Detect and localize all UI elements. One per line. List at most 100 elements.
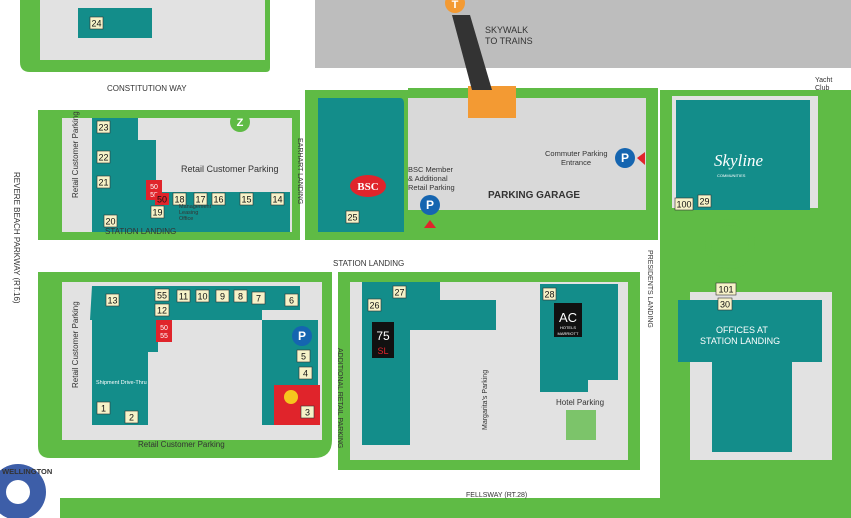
retail-parking-left-bottom-label: Retail Customer Parking bbox=[71, 301, 80, 388]
unit-labels: 24 23 22 21 20 19 50 18 17 16 15 14 25 5… bbox=[89, 16, 737, 424]
management-label-1: Management bbox=[179, 204, 212, 210]
unit-3: 3 bbox=[305, 408, 310, 418]
retail-parking-bottom-label: Retail Customer Parking bbox=[138, 440, 225, 449]
margaritas-parking-label: Margarita's Parking bbox=[482, 370, 489, 430]
seventyfive-logo bbox=[372, 322, 394, 358]
bsc-member-label-2: & Additional bbox=[408, 174, 448, 183]
unit-21: 21 bbox=[98, 178, 108, 188]
unit-29: 29 bbox=[699, 197, 709, 207]
unit-7: 7 bbox=[256, 294, 261, 304]
marriott-text: MARRIOTT bbox=[558, 331, 579, 336]
unit-27: 27 bbox=[394, 288, 404, 298]
unit-50: 50 bbox=[157, 195, 167, 205]
unit-19: 19 bbox=[152, 208, 162, 218]
station-landing-left-label: STATION LANDING bbox=[105, 227, 176, 236]
skywalk-label-1: SKYWALK bbox=[485, 25, 528, 35]
hotel-court bbox=[566, 410, 596, 440]
wellington-circle-center bbox=[6, 480, 30, 504]
parking-symbol-commuter: P bbox=[621, 151, 629, 165]
unit-17: 17 bbox=[195, 195, 205, 205]
skyline-logo: Skyline bbox=[714, 151, 764, 170]
unit-4: 4 bbox=[303, 369, 308, 379]
ac-logo bbox=[554, 303, 582, 337]
unit-13: 13 bbox=[107, 296, 117, 306]
garage-entrance-arrow bbox=[424, 220, 436, 228]
skywalk-landing bbox=[468, 86, 516, 118]
unit-24: 24 bbox=[91, 19, 101, 29]
unit-20: 20 bbox=[105, 217, 115, 227]
offices-label-1: OFFICES AT bbox=[716, 325, 768, 335]
additional-retail-parking-label: ADDITIONAL RETAIL PARKING bbox=[336, 348, 343, 448]
skyline-logo-sub: COMMUNITIES bbox=[717, 173, 746, 178]
building-bsc bbox=[318, 98, 404, 232]
commuter-parking-label-2: Entrance bbox=[561, 158, 591, 167]
hotel-parking-label: Hotel Parking bbox=[556, 398, 604, 407]
bsc-logo bbox=[350, 175, 386, 197]
unit-28: 28 bbox=[544, 290, 554, 300]
unit-2: 2 bbox=[129, 413, 134, 423]
retail-parking-top-label: Retail Customer Parking bbox=[181, 164, 279, 174]
green-strip-bottom bbox=[60, 498, 851, 518]
unit-55: 55 bbox=[157, 291, 167, 301]
building-offices bbox=[678, 300, 822, 452]
unit-11: 11 bbox=[179, 292, 188, 302]
unit-101: 101 bbox=[718, 285, 733, 295]
unit-26: 26 bbox=[369, 301, 379, 311]
fifty-five-mark-south-2: 55 bbox=[160, 333, 168, 340]
unit-12: 12 bbox=[157, 306, 167, 316]
parking-icon-retail bbox=[292, 326, 312, 346]
building-75-sl bbox=[362, 282, 496, 445]
building-24 bbox=[78, 8, 152, 38]
unit-16: 16 bbox=[213, 195, 223, 205]
train-t-icon bbox=[445, 0, 465, 13]
building-retail-south-left bbox=[92, 286, 158, 425]
ac-logo-sub: HOTELS bbox=[560, 325, 576, 330]
sl-logo-text: SL bbox=[377, 346, 388, 356]
station-landing-mid-label: STATION LANDING bbox=[333, 259, 404, 268]
unit-1: 1 bbox=[101, 404, 106, 414]
parking-icon-commuter bbox=[615, 148, 635, 168]
unit-10: 10 bbox=[197, 292, 207, 302]
zipcar-symbol: Z bbox=[237, 117, 244, 129]
constitution-way-label: CONSTITUTION WAY bbox=[107, 84, 187, 93]
yacht-club-label-1: Yacht bbox=[815, 77, 832, 84]
unit-8: 8 bbox=[238, 292, 243, 302]
parking-icon-bsc bbox=[420, 195, 440, 215]
building-3-highlight bbox=[274, 385, 320, 425]
commuter-parking-label-1: Commuter Parking bbox=[545, 149, 608, 158]
management-label-3: Office bbox=[179, 216, 193, 222]
management-label-2: Leasing bbox=[179, 210, 198, 216]
parking-garage bbox=[408, 98, 646, 210]
shipment-label: Shipment Drive-Thru bbox=[96, 380, 147, 386]
fifty-five-mark-north-1: 50 bbox=[150, 184, 158, 191]
unit-23: 23 bbox=[98, 123, 108, 133]
commuter-entrance-arrow bbox=[637, 152, 645, 165]
retail-parking-left-top-label: Retail Customer Parking bbox=[71, 111, 80, 198]
parking-symbol-retail: P bbox=[298, 329, 306, 343]
parking-garage-label: PARKING GARAGE bbox=[488, 190, 580, 201]
unit-18: 18 bbox=[174, 195, 184, 205]
skywalk-bridge bbox=[452, 15, 492, 90]
ac-logo-text: AC bbox=[559, 310, 577, 325]
earhart-landing-label: EARHART LANDING bbox=[296, 138, 303, 204]
seventyfive-logo-text: 75 bbox=[376, 329, 390, 343]
unit-22: 22 bbox=[98, 153, 108, 163]
presidents-landing-label: PRESIDENTS LANDING bbox=[646, 250, 653, 328]
train-t-symbol: T bbox=[452, 0, 459, 11]
unit-30: 30 bbox=[720, 300, 730, 310]
unit-5: 5 bbox=[301, 352, 306, 362]
yacht-club-label-2: Club bbox=[815, 85, 830, 92]
fellsway-label: FELLSWAY (RT.28) bbox=[466, 492, 527, 499]
unit-100: 100 bbox=[676, 200, 691, 210]
skywalk-label-2: TO TRAINS bbox=[485, 36, 533, 46]
revere-beach-label: REVERE BEACH PARKWAY (RT.16) bbox=[12, 172, 21, 304]
train-tracks-area bbox=[315, 0, 851, 68]
fifty-five-mark-south bbox=[156, 320, 172, 342]
unit-9: 9 bbox=[220, 292, 225, 302]
unit-6: 6 bbox=[289, 296, 294, 306]
unit-15: 15 bbox=[241, 195, 251, 205]
unit-14: 14 bbox=[272, 195, 282, 205]
fifty-five-mark-north-2: 55 bbox=[150, 192, 158, 199]
star-marker-icon bbox=[284, 390, 298, 404]
